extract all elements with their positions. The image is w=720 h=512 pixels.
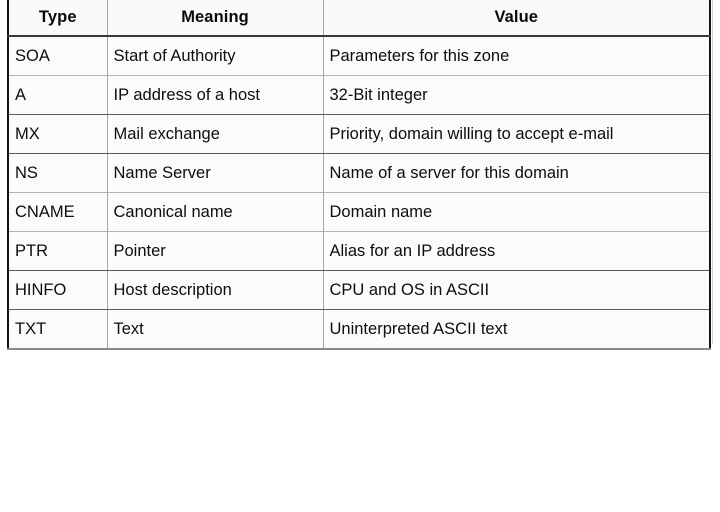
cell-meaning: Start of Authority: [106, 36, 323, 76]
scan-edge-line: [712, 0, 713, 344]
cell-type: NS: [7, 153, 107, 193]
cell-value: Alias for an IP address: [322, 231, 711, 271]
cell-value: CPU and OS in ASCII: [322, 270, 711, 310]
column-header-meaning: Meaning: [106, 0, 323, 37]
cell-type: MX: [7, 114, 107, 154]
cell-meaning: Pointer: [106, 231, 323, 271]
table-header-row: Type Meaning Value: [7, 0, 711, 37]
cell-meaning: Mail exchange: [106, 114, 323, 154]
cell-type: A: [7, 75, 107, 115]
cell-meaning: Canonical name: [106, 192, 323, 232]
cell-type: CNAME: [7, 192, 107, 232]
cell-meaning: Text: [106, 309, 323, 350]
column-header-type: Type: [7, 0, 107, 37]
cell-type: PTR: [7, 231, 107, 271]
cell-meaning: Name Server: [106, 153, 323, 193]
cell-type: SOA: [7, 36, 107, 76]
cell-type: TXT: [7, 309, 107, 350]
cell-meaning: IP address of a host: [106, 75, 323, 115]
column-header-value: Value: [322, 0, 711, 37]
cell-value: Uninterpreted ASCII text: [322, 309, 711, 350]
cell-value: Priority, domain willing to accept e-mai…: [322, 114, 711, 154]
cell-type: HINFO: [7, 270, 107, 310]
cell-value: 32-Bit integer: [322, 75, 711, 115]
cell-value: Parameters for this zone: [322, 36, 711, 76]
cell-value: Name of a server for this domain: [322, 153, 711, 193]
cell-meaning: Host description: [106, 270, 323, 310]
cell-value: Domain name: [322, 192, 711, 232]
table-header: Type Meaning Value: [7, 0, 711, 37]
